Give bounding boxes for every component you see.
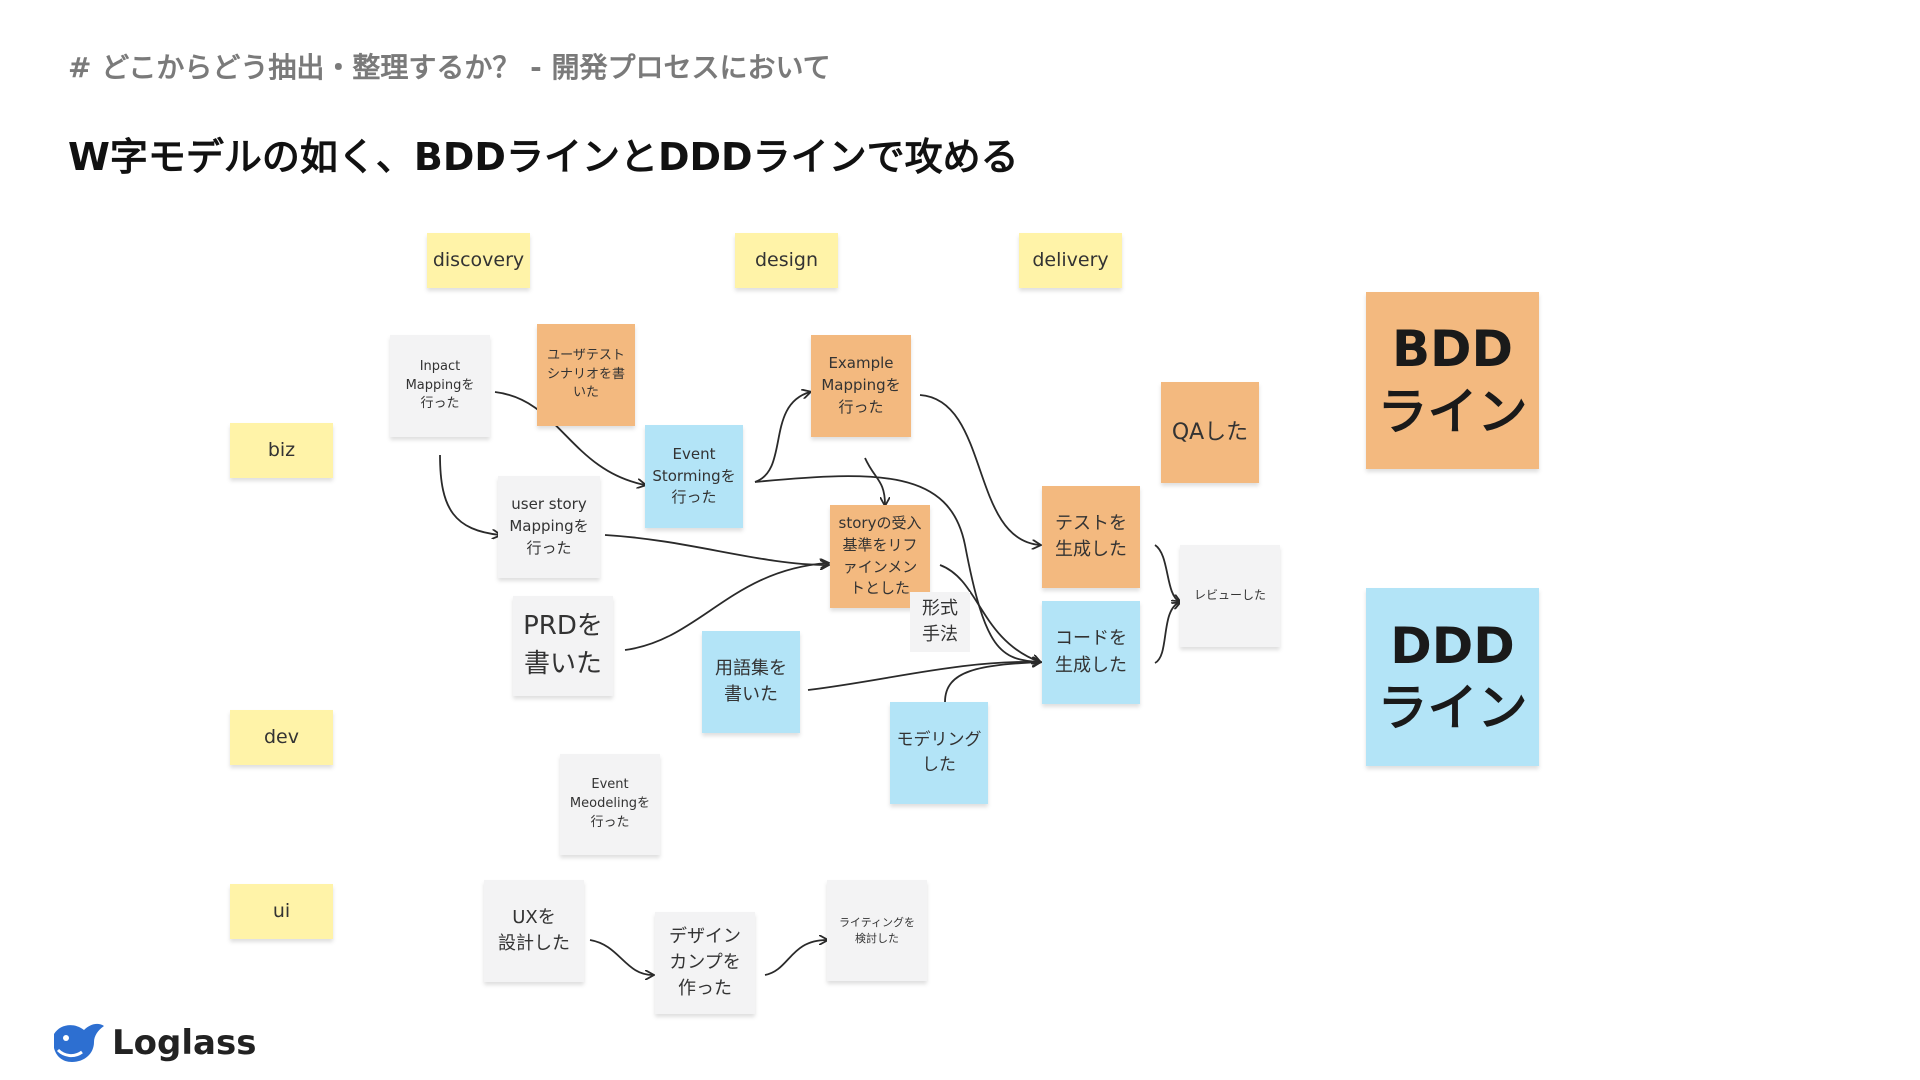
column-label-delivery: delivery — [1019, 233, 1122, 288]
note-story-acceptance-criteria: storyの受入 基準をリフ ァインメン トとした — [830, 505, 930, 608]
note-test-generation: テストを 生成した — [1042, 486, 1140, 588]
note-example-mapping: Example Mappingを 行った — [811, 335, 911, 437]
note-ux-design: UXを 設計した — [484, 880, 584, 982]
note-event-storming: Event Stormingを 行った — [645, 425, 743, 528]
arrow-userstory-to-acceptance — [604, 534, 828, 565]
note-event-modeling: Event Meodelingを 行った — [560, 754, 660, 855]
arrow-impact-to-eventstorming — [494, 391, 645, 485]
arrow-code-to-review — [1154, 602, 1180, 664]
note-user-story-mapping: user story Mappingを 行った — [498, 476, 600, 578]
note-code-generation: コードを 生成した — [1042, 601, 1140, 704]
note-review: レビューした — [1180, 545, 1280, 647]
column-label-discovery: discovery — [427, 233, 530, 288]
loglass-logo: Loglass — [50, 1020, 256, 1066]
arrow-designcomp-to-writing — [764, 940, 827, 976]
whale-logo-icon — [54, 1023, 104, 1062]
note-writing-review: ライティングを 検討した — [827, 880, 927, 981]
arrow-impact-to-userstory — [439, 454, 500, 535]
arrow-glossary-to-code — [807, 662, 1040, 691]
note-qa: QAした — [1161, 382, 1259, 483]
column-label-design: design — [735, 233, 838, 288]
row-label-biz: biz — [230, 423, 333, 478]
note-modeling: モデリング した — [890, 702, 988, 804]
note-design-comp: デザイン カンプを 作った — [655, 912, 755, 1014]
arrow-prd-to-acceptance — [624, 563, 828, 651]
slide-title: W字モデルの如く、BDDラインとDDDラインで攻める — [68, 135, 1019, 179]
arrow-ux-to-designcomp — [589, 939, 653, 975]
legend-ddd-line: DDD ライン — [1366, 588, 1539, 766]
row-label-ui: ui — [230, 884, 333, 939]
note-glossary: 用語集を 書いた — [702, 631, 800, 733]
note-formal-methods: 形式 手法 — [910, 592, 970, 652]
note-user-test-scenario: ユーザテスト シナリオを書 いた — [537, 324, 635, 426]
arrow-eventstorming-to-example — [754, 392, 810, 483]
arrow-example-to-acceptance — [864, 457, 885, 505]
slide-subtitle: # どこからどう抽出・整理するか？ - 開発プロセスにおいて — [68, 51, 831, 84]
note-impact-mapping: Inpact Mappingを 行った — [390, 335, 490, 437]
arrow-acceptance-to-code — [939, 564, 1040, 662]
row-label-dev: dev — [230, 710, 333, 765]
legend-bdd-line: BDD ライン — [1366, 292, 1539, 469]
arrow-testgen-to-review — [1154, 544, 1180, 602]
arrow-eventstorming-to-code — [754, 475, 1040, 662]
arrow-example-to-testgen — [919, 394, 1040, 545]
note-prd: PRDを 書いた — [513, 596, 613, 696]
arrow-modeling-to-code — [944, 662, 1040, 703]
logo-wordmark: Loglass — [112, 1023, 257, 1063]
